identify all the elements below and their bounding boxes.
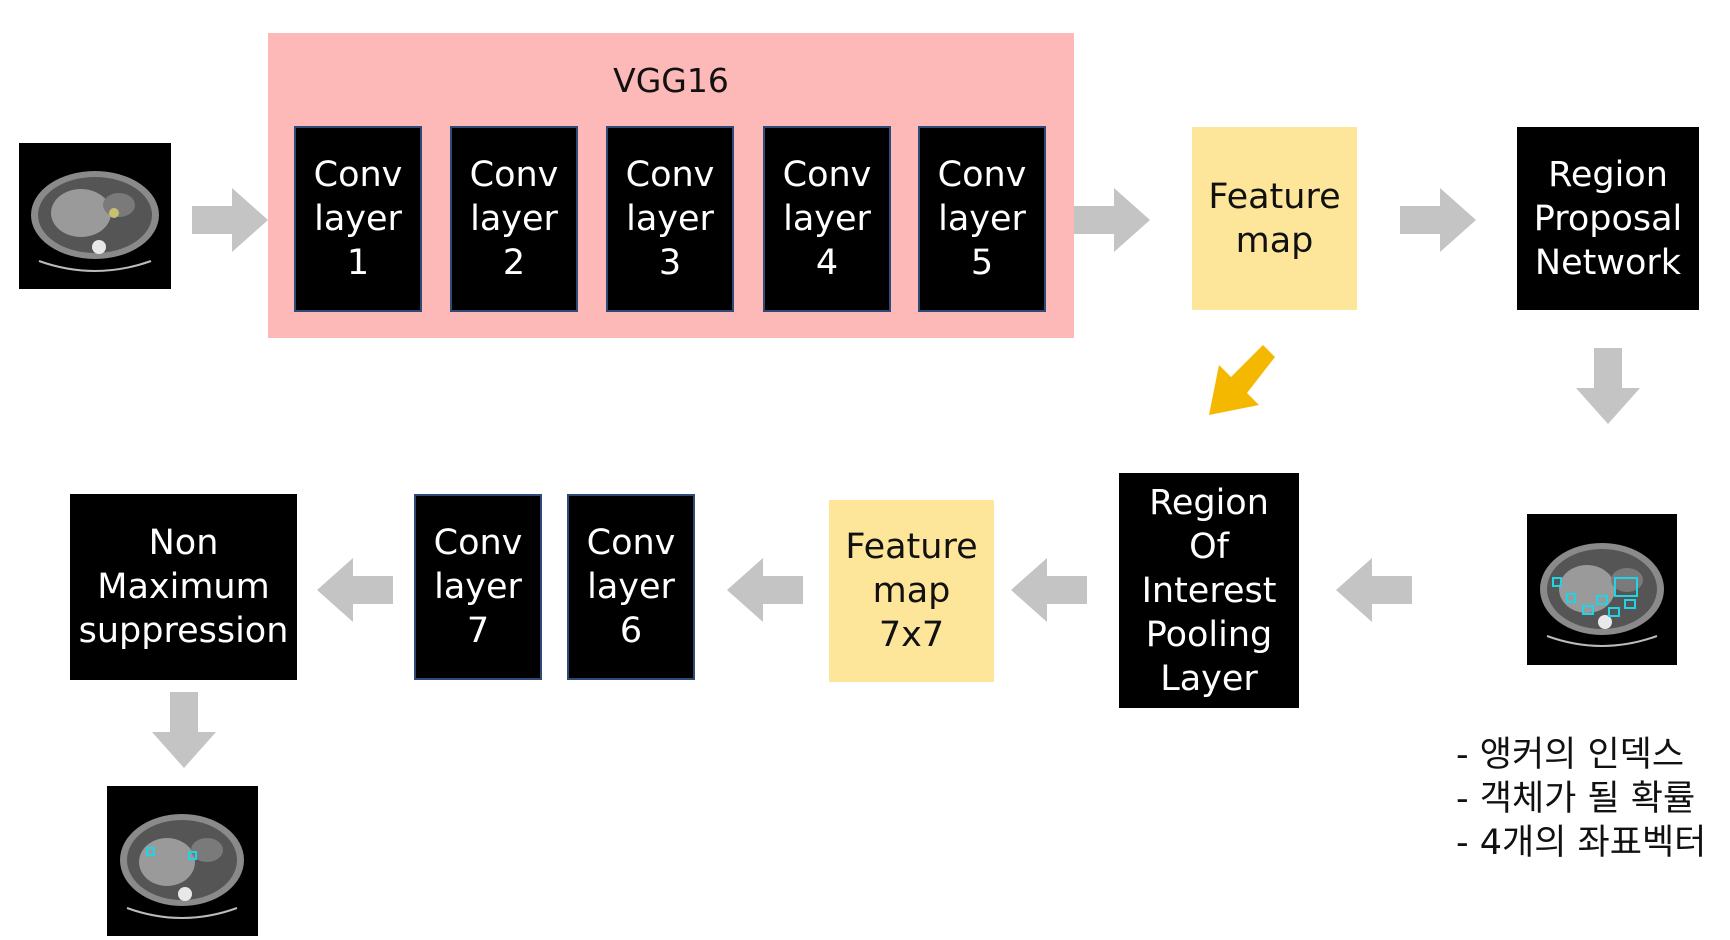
arrow-vgg-to-feature-map-icon (1074, 188, 1150, 252)
arrow-conv7-to-nms-icon (317, 558, 393, 622)
vgg16-title: VGG16 (613, 61, 729, 100)
arrow-roi-to-feature-map-icon (1011, 558, 1087, 622)
arrow-feature-map-to-conv6-icon (727, 558, 803, 622)
conv-layer-7: Conv layer 7 (414, 494, 542, 680)
conv-layer-6: Conv layer 6 (567, 494, 695, 680)
feature-map-top: Feature map (1192, 127, 1357, 310)
non-maximum-suppression: Non Maximum suppression (70, 494, 297, 680)
feature-map-7x7: Feature map 7x7 (829, 500, 994, 682)
rpn-output-objectness: - 객체가 될 확률 (1456, 779, 1696, 819)
rpn-outputs-list: - 앵커의 인덱스 - 객체가 될 확률 - 4개의 좌표벡터 (1456, 733, 1706, 865)
conv-layer-5: Conv layer 5 (918, 126, 1046, 312)
arrow-rpn-output-to-roi-icon (1336, 558, 1412, 622)
rpn-output-ct-image (1527, 514, 1677, 665)
rpn-output-anchor-index: - 앵커의 인덱스 (1456, 735, 1685, 775)
arrow-feature-map-to-roi-icon (1209, 345, 1275, 415)
conv-layer-3: Conv layer 3 (606, 126, 734, 312)
final-output-ct-image (107, 786, 258, 936)
conv-layer-2: Conv layer 2 (450, 126, 578, 312)
roi-pooling-layer: Region Of Interest Pooling Layer (1119, 473, 1299, 708)
rpn-output-box-vector: - 4개의 좌표벡터 (1456, 823, 1707, 863)
region-proposal-network: Region Proposal Network (1517, 127, 1699, 310)
conv-layer-1: Conv layer 1 (294, 126, 422, 312)
arrow-nms-down-icon (152, 692, 216, 768)
input-ct-image (19, 143, 171, 289)
conv-layer-4: Conv layer 4 (763, 126, 891, 312)
arrow-feature-map-to-rpn-icon (1400, 188, 1476, 252)
arrow-input-to-vgg-icon (192, 188, 268, 252)
arrow-rpn-down-icon (1576, 348, 1640, 424)
